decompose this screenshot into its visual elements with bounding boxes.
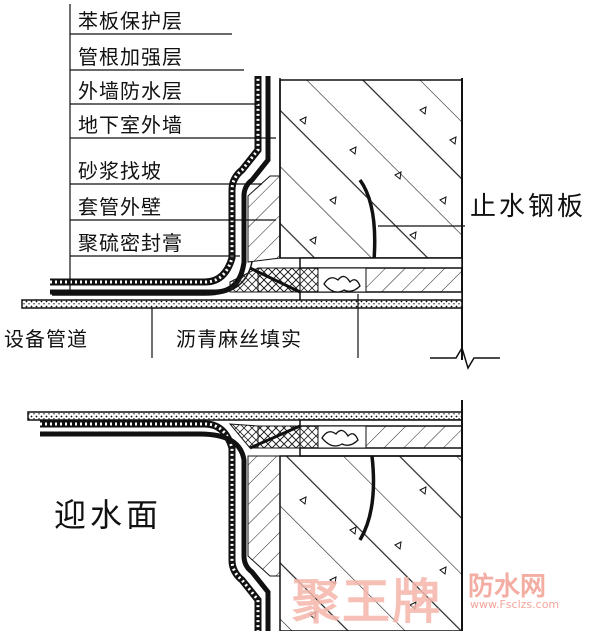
aggregate-marks-bottom — [299, 486, 447, 620]
label-water-stop-plate: 止水钢板 — [470, 192, 587, 222]
label-equipment-pipe: 设备管道 — [4, 327, 88, 351]
wall-concrete-bottom — [279, 455, 463, 631]
label-sleeve-outer-wall: 套管外壁 — [78, 195, 162, 219]
water-stop-plate-top — [358, 178, 377, 261]
label-exterior-waterproof: 外墙防水层 — [78, 79, 183, 103]
watermark-site: 防水网 — [468, 572, 547, 602]
top-detail — [21, 76, 463, 360]
leader-lines — [69, 4, 465, 358]
watermark-brand: 聚王牌 — [292, 574, 443, 630]
wall-concrete-top — [279, 79, 463, 259]
label-styrofoam-protection: 苯板保护层 — [78, 9, 183, 33]
equipment-pipe-bottom — [27, 411, 463, 421]
label-mortar-slope: 砂浆找坡 — [78, 159, 162, 183]
bottom-detail — [27, 400, 463, 631]
label-basement-wall: 地下室外墙 — [78, 113, 183, 137]
watermark-url: www.Fsclzs.com — [470, 598, 560, 611]
water-stop-plate-bottom — [358, 455, 376, 541]
label-water-facing-side: 迎水面 — [54, 496, 163, 534]
asphalt-hemp-top — [317, 267, 367, 293]
aggregate-marks-top — [299, 106, 457, 245]
equipment-pipe-top — [21, 299, 463, 309]
label-asphalt-hemp-fill: 沥青麻丝填实 — [176, 327, 302, 351]
label-pipe-root-reinforcement: 管根加强层 — [78, 45, 183, 69]
break-line — [430, 346, 500, 370]
label-polysulfide-sealant: 聚硫密封膏 — [78, 231, 183, 255]
